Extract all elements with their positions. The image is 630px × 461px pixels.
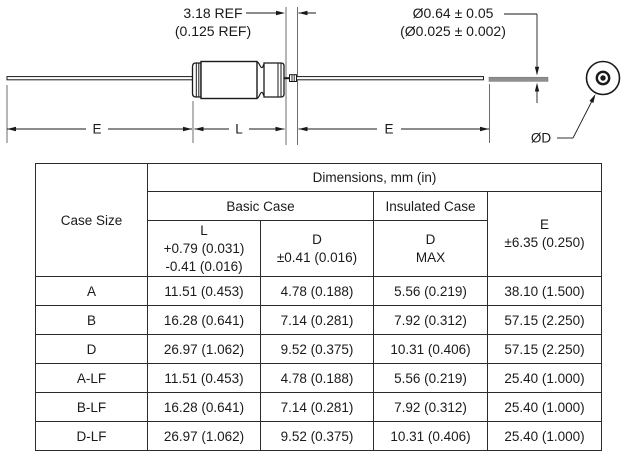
dimension-line-e-left xyxy=(7,126,192,132)
case-size-cell: D-LF xyxy=(35,421,148,451)
wire-diameter-callout-line2: (Ø0.025 ± 0.002) xyxy=(400,23,506,39)
table-cell: 57.15 (2.250) xyxy=(486,305,603,335)
dim-label-e-left: E xyxy=(92,122,101,137)
lead-center-dot xyxy=(600,75,606,81)
d-basic-tolerance: ±0.41 (0.016) xyxy=(276,249,358,265)
table-cell: 38.10 (1.500) xyxy=(486,276,603,306)
lead-spacing-dimension xyxy=(246,10,316,16)
lead-spacing-callout-line1: 3.18 REF xyxy=(183,5,242,21)
column-header-e: E ±6.35 (0.250) xyxy=(486,191,603,277)
table-cell: 10.31 (0.406) xyxy=(373,421,488,451)
table-cell: 7.92 (0.312) xyxy=(373,305,488,335)
table-cell: 25.40 (1.000) xyxy=(486,392,603,422)
table-row: A 11.51 (0.453) 4.78 (0.188) 5.56 (0.219… xyxy=(35,276,603,306)
case-diameter-leader xyxy=(557,94,596,139)
lead-wire-right xyxy=(296,76,484,81)
case-size-cell: A-LF xyxy=(35,363,148,393)
column-header-d-basic: D ±0.41 (0.016) xyxy=(260,220,374,277)
dim-label-l: L xyxy=(235,122,243,137)
lead-wire-left xyxy=(6,76,194,81)
table-cell: 7.92 (0.312) xyxy=(373,392,488,422)
wire-diameter-callout-leader xyxy=(504,13,540,103)
group-header-basic-case: Basic Case xyxy=(147,191,374,221)
group-header-insulated-case: Insulated Case xyxy=(373,191,488,221)
table-cell: 11.51 (0.453) xyxy=(147,276,261,306)
lead-spacing-callout-line2: (0.125 REF) xyxy=(175,23,251,39)
column-header-l: L +0.79 (0.031) -0.41 (0.016) xyxy=(147,220,261,277)
table-cell: 7.14 (0.281) xyxy=(260,305,374,335)
table-row: D 26.97 (1.062) 9.52 (0.375) 10.31 (0.40… xyxy=(35,334,603,364)
table-row: B 16.28 (0.641) 7.14 (0.281) 7.92 (0.312… xyxy=(35,305,603,335)
corner-header-cell: Case Size xyxy=(35,163,148,277)
case-size-cell: A xyxy=(35,276,148,306)
table-cell: 25.40 (1.000) xyxy=(486,421,603,451)
l-header-tol-minus: -0.41 (0.016) xyxy=(165,258,243,274)
table-row: B-LF 16.28 (0.641) 7.14 (0.281) 7.92 (0.… xyxy=(35,392,603,422)
table-cell: 5.56 (0.219) xyxy=(373,363,488,393)
table-row: A-LF 11.51 (0.453) 4.78 (0.188) 5.56 (0.… xyxy=(35,363,603,393)
e-header-tolerance: ±6.35 (0.250) xyxy=(504,235,585,250)
table-row: D-LF 26.97 (1.062) 9.52 (0.375) 10.31 (0… xyxy=(35,421,603,451)
d-insulated-symbol: D xyxy=(425,231,436,247)
l-header-symbol: L xyxy=(200,222,208,238)
wire-diameter-callout-line1: Ø0.64 ± 0.05 xyxy=(413,5,494,21)
case-size-cell: B xyxy=(35,305,148,335)
table-cell: 11.51 (0.453) xyxy=(147,363,261,393)
dim-label-case-diameter: ØD xyxy=(531,131,552,146)
table-cell: 7.14 (0.281) xyxy=(260,392,374,422)
table-cell: 4.78 (0.188) xyxy=(260,363,374,393)
table-title-cell: Dimensions, mm (in) xyxy=(146,163,603,192)
case-size-cell: B-LF xyxy=(35,392,148,422)
l-header-tol-plus: +0.79 (0.031) xyxy=(163,240,245,256)
d-basic-symbol: D xyxy=(312,231,322,247)
table-cell: 26.97 (1.062) xyxy=(147,334,261,364)
table-cell: 5.56 (0.219) xyxy=(373,276,488,306)
e-header-symbol: E xyxy=(540,217,550,232)
dimension-line-l xyxy=(194,126,285,132)
table-cell: 57.15 (2.250) xyxy=(486,334,603,364)
capacitor-body xyxy=(191,60,297,100)
case-size-cell: D xyxy=(35,334,148,364)
dimensions-table: Case Size Dimensions, mm (in) Basic Case… xyxy=(35,163,603,451)
table-cell: 4.78 (0.188) xyxy=(260,276,374,306)
table-cell: 16.28 (0.641) xyxy=(147,305,261,335)
table-cell: 25.40 (1.000) xyxy=(486,363,603,393)
d-insulated-max: MAX xyxy=(415,249,446,265)
extension-lines xyxy=(6,7,490,145)
component-drawing: 3.18 REF (0.125 REF) Ø0.64 ± 0.05 (Ø0.02… xyxy=(6,5,621,146)
table-cell: 10.31 (0.406) xyxy=(373,334,488,364)
dim-label-e-right: E xyxy=(384,122,393,137)
table-cell: 16.28 (0.641) xyxy=(147,392,261,422)
wire-diameter-sample xyxy=(488,76,549,82)
table-cell: 9.52 (0.375) xyxy=(260,334,374,364)
table-cell: 9.52 (0.375) xyxy=(260,421,374,451)
dimension-line-e-right xyxy=(298,126,489,132)
table-cell: 26.97 (1.062) xyxy=(147,421,261,451)
column-header-d-insulated: D MAX xyxy=(373,220,488,277)
end-view xyxy=(557,60,621,139)
